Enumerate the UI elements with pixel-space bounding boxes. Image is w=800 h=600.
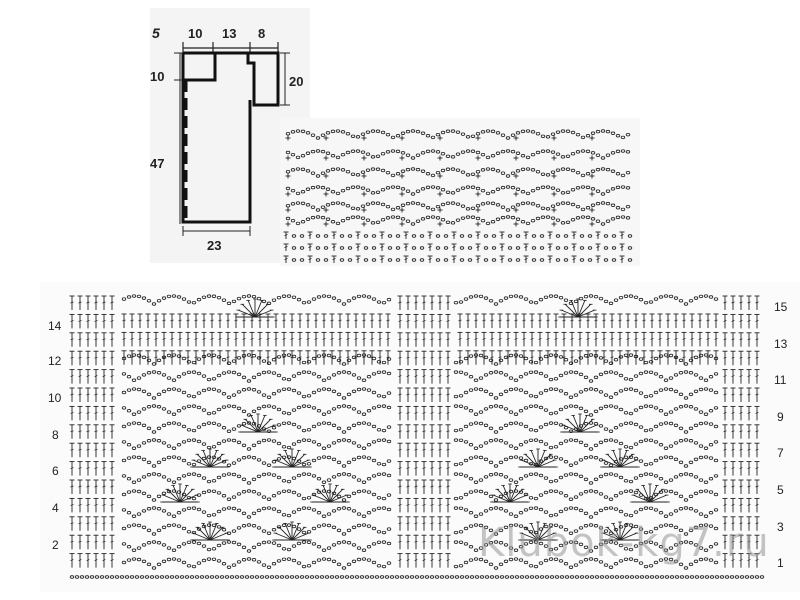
row-label-15: 15 — [774, 300, 788, 314]
row-label-1: 1 — [777, 556, 784, 570]
main-stitch-chart: 14 12 10 8 6 4 2 15 13 11 9 7 5 3 1 — [40, 282, 800, 592]
main-chart-drawing: 14 12 10 8 6 4 2 15 13 11 9 7 5 3 1 — [48, 294, 788, 579]
edging-chart-drawing: 6 4 2 — [268, 129, 633, 263]
dim-left-height: 47 — [150, 156, 164, 171]
figure-number: 5 — [152, 25, 160, 41]
row-label-4: 4 — [52, 501, 59, 515]
row-label-10: 10 — [48, 391, 62, 405]
row-label-12: 12 — [48, 354, 62, 368]
row-label-8: 8 — [52, 428, 59, 442]
dim-top-middle: 13 — [222, 26, 236, 41]
right-row-labels: 15 13 11 9 7 5 3 1 — [774, 300, 788, 570]
row-label-14: 14 — [48, 319, 62, 333]
row-label-2: 2 — [52, 538, 59, 552]
watermark: Klubok-kg7.ru — [478, 520, 770, 566]
row-label-11: 11 — [774, 373, 787, 387]
schematic-drawing: 5 10 13 8 10 47 20 23 — [150, 25, 303, 253]
dim-right-upper: 20 — [289, 74, 303, 89]
dim-left-upper: 10 — [150, 69, 164, 84]
dim-bottom-width: 23 — [207, 238, 221, 253]
edging-chart: 6 4 2 — [268, 118, 640, 266]
row-label-5: 5 — [777, 483, 784, 497]
row-label-7: 7 — [777, 446, 784, 460]
dim-top-right: 8 — [258, 26, 265, 41]
stitch-symbols — [283, 129, 633, 263]
row-label-9: 9 — [777, 410, 784, 424]
row-label-13: 13 — [774, 337, 788, 351]
stitch-symbols — [69, 294, 765, 579]
row-label-3: 3 — [777, 520, 784, 534]
row-label-6: 6 — [52, 464, 59, 478]
left-row-labels: 14 12 10 8 6 4 2 — [48, 319, 62, 552]
dim-top-left: 10 — [188, 26, 202, 41]
